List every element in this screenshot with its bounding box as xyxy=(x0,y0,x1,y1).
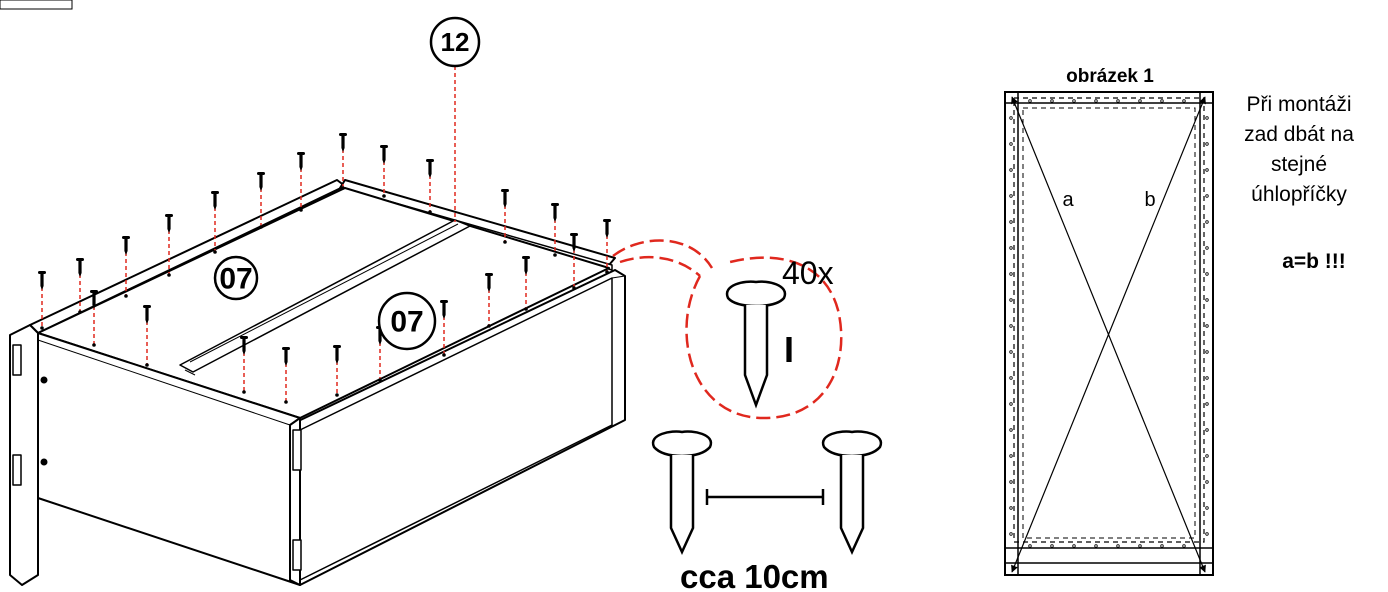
spacing-nail-right xyxy=(821,430,883,556)
nail-23 xyxy=(603,219,611,274)
nail-detail-icon xyxy=(725,280,787,409)
nail-13 xyxy=(339,133,347,190)
nail-3 xyxy=(90,290,98,347)
nail-8 xyxy=(240,336,248,394)
note-line-3: stejné xyxy=(1271,153,1327,176)
figure-1-screw-dots xyxy=(1009,99,1209,548)
note-line-2: zad dbát na xyxy=(1244,123,1354,146)
nail-22 xyxy=(570,233,578,290)
note-line-4: úhlopříčky xyxy=(1251,183,1347,206)
spacing-dimension xyxy=(705,489,825,505)
nail-4 xyxy=(122,236,130,298)
step-callout-circle xyxy=(429,16,481,68)
part-label-right: 07 xyxy=(390,306,423,339)
left-end-panel xyxy=(9,324,39,586)
part-label-left: 07 xyxy=(219,263,252,296)
nail-19 xyxy=(501,189,509,244)
nail-21 xyxy=(551,203,559,257)
note-line-1: Při montáži xyxy=(1246,93,1351,116)
part-label-right-circle xyxy=(377,291,437,351)
nail-5 xyxy=(143,305,151,367)
spacing-nail-left xyxy=(651,430,713,556)
nail-10 xyxy=(282,347,290,404)
nail-quantity: 40x xyxy=(782,255,834,291)
cabinet-assembly xyxy=(9,179,626,586)
nail-11 xyxy=(297,152,305,212)
diagonal-label-a: a xyxy=(1062,189,1074,211)
step-callout-number: 12 xyxy=(441,27,470,57)
back-rail xyxy=(179,219,471,373)
nail-12 xyxy=(333,345,341,397)
diagonal-equation: a=b !!! xyxy=(1282,250,1346,273)
nail-15 xyxy=(380,145,388,198)
nail-16 xyxy=(426,159,434,214)
nail-18 xyxy=(485,273,493,328)
nail-20 xyxy=(522,256,530,311)
part-label-left-circle xyxy=(213,255,259,301)
nail-7 xyxy=(211,191,219,254)
diagonal-label-b: b xyxy=(1144,189,1155,211)
nails-layer xyxy=(38,133,611,404)
spacing-label: cca 10cm xyxy=(680,558,829,592)
figure-title: obrázek 1 xyxy=(1066,66,1154,87)
corner-tab xyxy=(0,0,73,10)
diagonal-note: Při montáži zad dbát na stejné úhlopříčk… xyxy=(1244,93,1354,206)
nail-detail-callout xyxy=(612,239,843,420)
nail-9 xyxy=(257,172,265,229)
nail-17 xyxy=(440,300,448,357)
nail-1 xyxy=(38,271,46,330)
figure-1-back-panel xyxy=(1004,91,1214,576)
hammer-mark: I xyxy=(784,329,794,370)
nail-6 xyxy=(165,214,173,277)
nail-2 xyxy=(76,258,84,314)
